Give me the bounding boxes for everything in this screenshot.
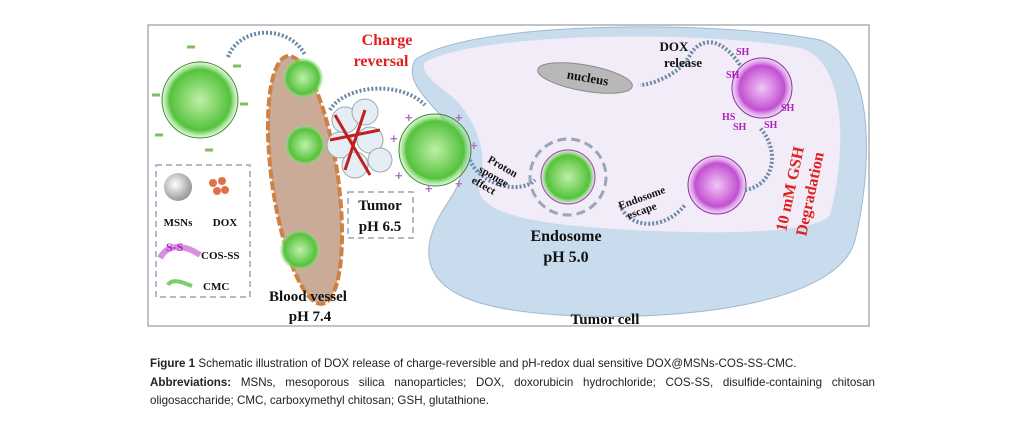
- legend-cmc: CMC: [203, 281, 229, 293]
- svg-text:+: +: [455, 110, 463, 125]
- legend-msns: MSNs: [164, 217, 193, 229]
- nanoparticle-endosome: [540, 149, 596, 205]
- tumor-cluster: [326, 98, 393, 179]
- abbreviations-label: Abbreviations:: [150, 376, 232, 389]
- tumor-ph-label: pH 6.5: [359, 219, 402, 235]
- charge-reversal-arrow: [328, 86, 427, 112]
- legend-cos-ss: COS-SS: [201, 250, 240, 262]
- nucleus-shape: [537, 62, 633, 94]
- svg-text:SH: SH: [764, 120, 778, 131]
- nanoparticle-vessel-3: [280, 230, 320, 270]
- dox-release-label-1: DOX: [660, 39, 690, 54]
- proton-sponge-arrow: [468, 159, 537, 190]
- legend-ss: S-S: [166, 240, 184, 254]
- degradation-arrow: [744, 126, 774, 192]
- svg-text:+: +: [395, 168, 403, 183]
- charge-reversal-label-1: Charge: [362, 32, 413, 49]
- legend-dox: DOX: [213, 217, 238, 229]
- thiol-labels: SH SH SH HS SH SH: [722, 47, 795, 133]
- svg-text:SH: SH: [733, 122, 747, 133]
- svg-text:+: +: [470, 138, 478, 153]
- svg-text:SH: SH: [726, 70, 740, 81]
- legend-box: [155, 164, 251, 298]
- circulation-arrow: [226, 30, 307, 58]
- svg-text:+: +: [455, 176, 463, 191]
- figure-caption-text: Schematic illustration of DOX release of…: [198, 357, 797, 370]
- nucleus-label: nucleus: [566, 67, 610, 89]
- positive-charges: + + + + + + +: [390, 110, 478, 196]
- nanoparticle-degraded: [731, 57, 793, 119]
- svg-text:+: +: [405, 110, 413, 125]
- tumor-label: Tumor: [358, 198, 402, 214]
- endosome-membrane: [528, 137, 608, 217]
- nanoparticle-vessel-1: [283, 58, 323, 98]
- nanoparticle-vessel-2: [285, 125, 325, 165]
- blood-vessel-ph-label: pH 7.4: [289, 309, 332, 325]
- tumor-ph-box: [347, 191, 414, 239]
- dox-release-label-2: release: [664, 55, 702, 70]
- cos-ss-icon: [157, 244, 202, 260]
- svg-text:HS: HS: [722, 112, 736, 123]
- svg-text:+: +: [425, 181, 433, 196]
- dox-icon: [209, 177, 229, 195]
- proton-sponge-label: Proton sponge effect: [469, 154, 519, 198]
- charge-reversal-label-2: reversal: [354, 53, 409, 70]
- endosome-escape-arrow: [618, 203, 687, 226]
- svg-text:SH: SH: [736, 47, 750, 58]
- figure-caption: Figure 1 Schematic illustration of DOX r…: [150, 355, 875, 373]
- msns-icon: [164, 173, 192, 201]
- schematic-figure: nucleus Charge reversal Tumor pH 6.5 Blo…: [147, 24, 870, 328]
- abbreviations: Abbreviations: MSNs, mesoporous silica n…: [150, 374, 875, 410]
- nanoparticle-circulating: [161, 61, 239, 139]
- svg-text:+: +: [390, 131, 398, 146]
- blood-vessel-label: Blood vessel: [269, 289, 347, 305]
- cmc-icon: [166, 279, 193, 288]
- dox-release-arrow: [639, 40, 742, 87]
- negative-charges: [152, 45, 248, 152]
- figure-number: Figure 1: [150, 357, 196, 370]
- endosome-label: Endosome: [530, 228, 601, 245]
- nanoparticle-escaped: [687, 155, 747, 215]
- tumor-cell-label: Tumor cell: [571, 312, 640, 328]
- svg-text:SH: SH: [781, 103, 795, 114]
- endosome-ph-label: pH 5.0: [543, 249, 588, 266]
- abbreviations-text: MSNs, mesoporous silica nanoparticles; D…: [150, 376, 875, 407]
- nanoparticle-charge-reversed: [398, 113, 472, 187]
